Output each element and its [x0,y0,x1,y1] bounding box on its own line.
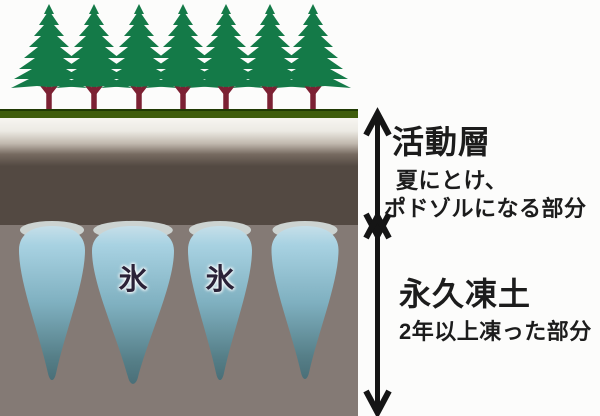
ice-wedge [271,221,339,379]
active-layer-soil [0,118,358,225]
ice-wedge-body [271,226,339,379]
ice-label: 氷 [205,264,235,296]
permafrost-desc: 2年以上凍った部分 [399,318,592,344]
grass-strip [0,109,358,118]
active-layer-desc-line2: ポドゾルになる部分 [384,196,587,222]
ice-wedge-body [92,226,174,384]
ice-wedges-layer [18,220,339,384]
ice-wedge-body [188,226,252,380]
active-layer-label: 活動層 夏にとけ、 ポドゾルになる部分 [384,124,587,224]
permafrost-title: 永久凍土 [399,276,532,312]
permafrost-label: 永久凍土 2年以上凍った部分 [399,276,592,346]
active-layer-title: 活動層 [392,124,492,160]
permafrost-arrow [363,210,392,416]
ice-wedge-body [18,226,85,380]
active-layer-desc-line1: 夏にとけ、 [396,167,508,193]
ice-wedge [188,220,252,380]
forest [11,4,351,109]
grass-strip-edge [0,109,358,111]
ice-wedge [18,220,85,380]
measurement-arrows [363,107,392,416]
ice-wedge [92,220,174,384]
ice-label: 氷 [118,264,148,296]
